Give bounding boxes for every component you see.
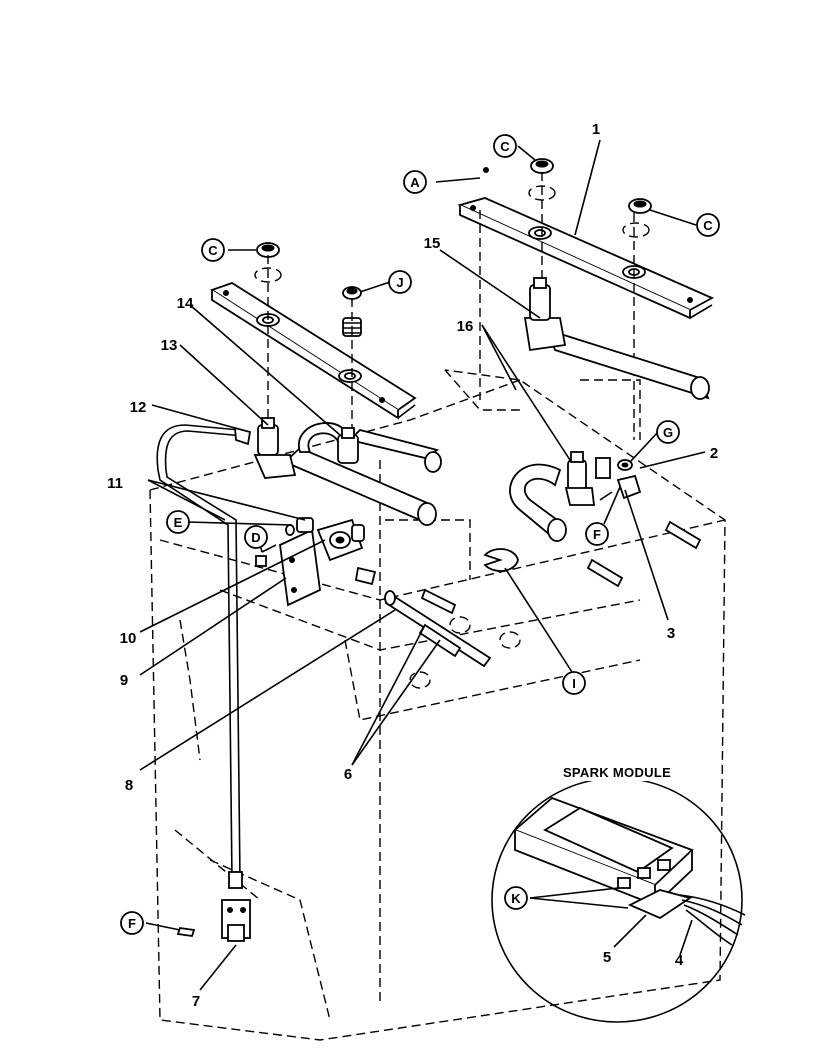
callout-F-bottom: F [120, 911, 144, 935]
gas-tube [156, 424, 252, 889]
part-number-10: 10 [120, 630, 137, 647]
callout-F-bottom-label: F [128, 916, 136, 931]
part-number-13: 13 [161, 337, 178, 354]
part-number-15: 15 [424, 235, 441, 252]
part-number-2: 2 [710, 445, 718, 462]
left-igniter-assembly [253, 417, 442, 526]
bolts-and-plugs [384, 548, 519, 668]
callout-C-right-label: C [703, 218, 713, 233]
part-number-14: 14 [177, 295, 194, 312]
part-number-16: 16 [457, 318, 474, 335]
part-number-12: 12 [130, 399, 147, 416]
valve-assembly [255, 517, 377, 607]
callout-A: A [403, 170, 427, 194]
callout-D-label: D [251, 530, 260, 545]
right-small-parts [586, 457, 702, 588]
left-bracket-nuts [254, 242, 362, 440]
right-igniter-assembly [509, 277, 710, 542]
part-number-5: 5 [603, 949, 611, 966]
callout-J-label: J [396, 275, 403, 290]
callout-K-label: K [511, 891, 521, 906]
part-number-8: 8 [125, 777, 133, 794]
callout-C-right: C [696, 213, 720, 237]
callout-C-top: C [493, 134, 517, 158]
part-number-3: 3 [667, 625, 675, 642]
part-number-11: 11 [107, 475, 123, 492]
callout-D: D [244, 525, 268, 549]
callout-F-right-label: F [593, 527, 601, 542]
callout-G: G [656, 420, 680, 444]
part-number-7: 7 [192, 993, 200, 1010]
callout-F-right: F [585, 522, 609, 546]
right-burner-bracket [457, 197, 715, 320]
callout-E: E [166, 510, 190, 534]
part-number-6: 6 [344, 766, 352, 783]
leader-lines [139, 139, 706, 991]
spark-module-title: SPARK MODULE [563, 765, 671, 780]
part-number-1: 1 [592, 121, 600, 138]
callout-J: J [388, 270, 412, 294]
callout-A-label: A [410, 175, 420, 190]
callout-C-top-label: C [500, 139, 510, 154]
right-bracket-nuts [479, 158, 652, 440]
callout-I: I [562, 671, 586, 695]
callout-G-label: G [663, 425, 673, 440]
callout-K: K [504, 886, 528, 910]
lower-bracket-part [176, 899, 251, 942]
part-number-labels: 1 2 3 4 5 6 7 8 9 10 11 12 13 14 15 16 [107, 121, 718, 1010]
spark-module-inset [491, 765, 746, 1023]
part-number-4: 4 [675, 952, 684, 969]
callout-E-label: E [174, 515, 183, 530]
part-number-9: 9 [120, 672, 128, 689]
callout-I-label: I [572, 676, 576, 691]
callout-C-left-label: C [208, 243, 218, 258]
callout-C-left: C [201, 238, 225, 262]
